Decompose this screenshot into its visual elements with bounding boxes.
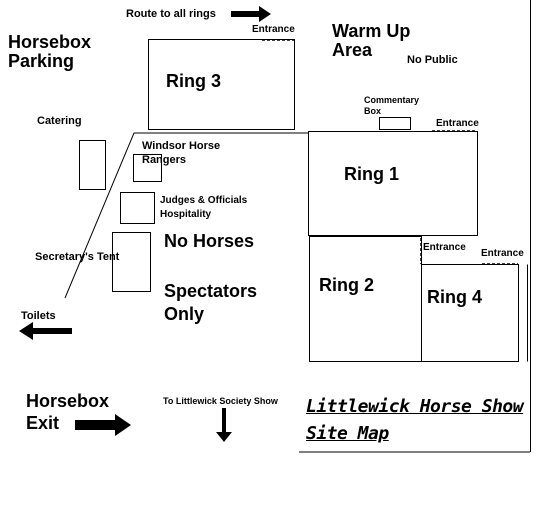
catering-label: Catering: [37, 115, 82, 127]
route-to-rings-label: Route to all rings: [126, 8, 216, 20]
exit-arrow-icon: [75, 414, 131, 436]
ring1-label: Ring 1: [344, 164, 400, 184]
down-arrow-icon: [216, 408, 232, 442]
map-title-line2: Site Map: [306, 423, 389, 444]
judges-officials-label: Judges & Officials Hospitality: [160, 195, 248, 220]
spectators-only-label: Spectators Only: [164, 281, 258, 325]
map-title-line1: Littlewick Horse Show: [306, 396, 524, 417]
route-arrow-icon: [231, 6, 271, 22]
ring1-entrance-label: Entrance: [436, 118, 479, 129]
ring3-label: Ring 3: [166, 71, 222, 91]
horsebox-exit-label: Horsebox Exit: [26, 391, 110, 433]
catering-tent: [79, 140, 106, 190]
warm-up-area-label: Warm Up Area: [332, 21, 411, 60]
commentary-box: [379, 117, 411, 130]
secretary-tent: [112, 232, 151, 292]
rangers-tent: [133, 154, 162, 182]
ring3-entrance-label: Entrance: [252, 24, 295, 35]
judges-tent: [120, 192, 155, 224]
to-littlewick-label: To Littlewick Society Show: [163, 396, 278, 406]
toilets-label: Toilets: [21, 310, 56, 322]
ring4-entrance-label: Entrance: [481, 248, 524, 259]
ring2-label: Ring 2: [319, 275, 375, 295]
ring2-entrance-label: Entrance: [423, 242, 466, 253]
ring3-outline: [148, 39, 295, 130]
ring1-outline: [308, 131, 478, 236]
no-horses-label: No Horses: [164, 231, 255, 251]
secretarys-tent-label: Secretary's Tent: [35, 251, 120, 263]
no-public-label: No Public: [407, 54, 458, 66]
horsebox-parking-label: Horsebox Parking: [8, 32, 92, 71]
ring4-label: Ring 4: [427, 287, 483, 307]
commentary-box-label: Commentary Box: [364, 95, 420, 116]
windsor-rangers-label: Windsor Horse Rangers: [142, 140, 221, 167]
ring4-outline: [421, 264, 519, 362]
ring2-outline: [309, 236, 422, 362]
boundary-line: [64, 132, 308, 299]
toilets-arrow-icon: [19, 322, 72, 340]
